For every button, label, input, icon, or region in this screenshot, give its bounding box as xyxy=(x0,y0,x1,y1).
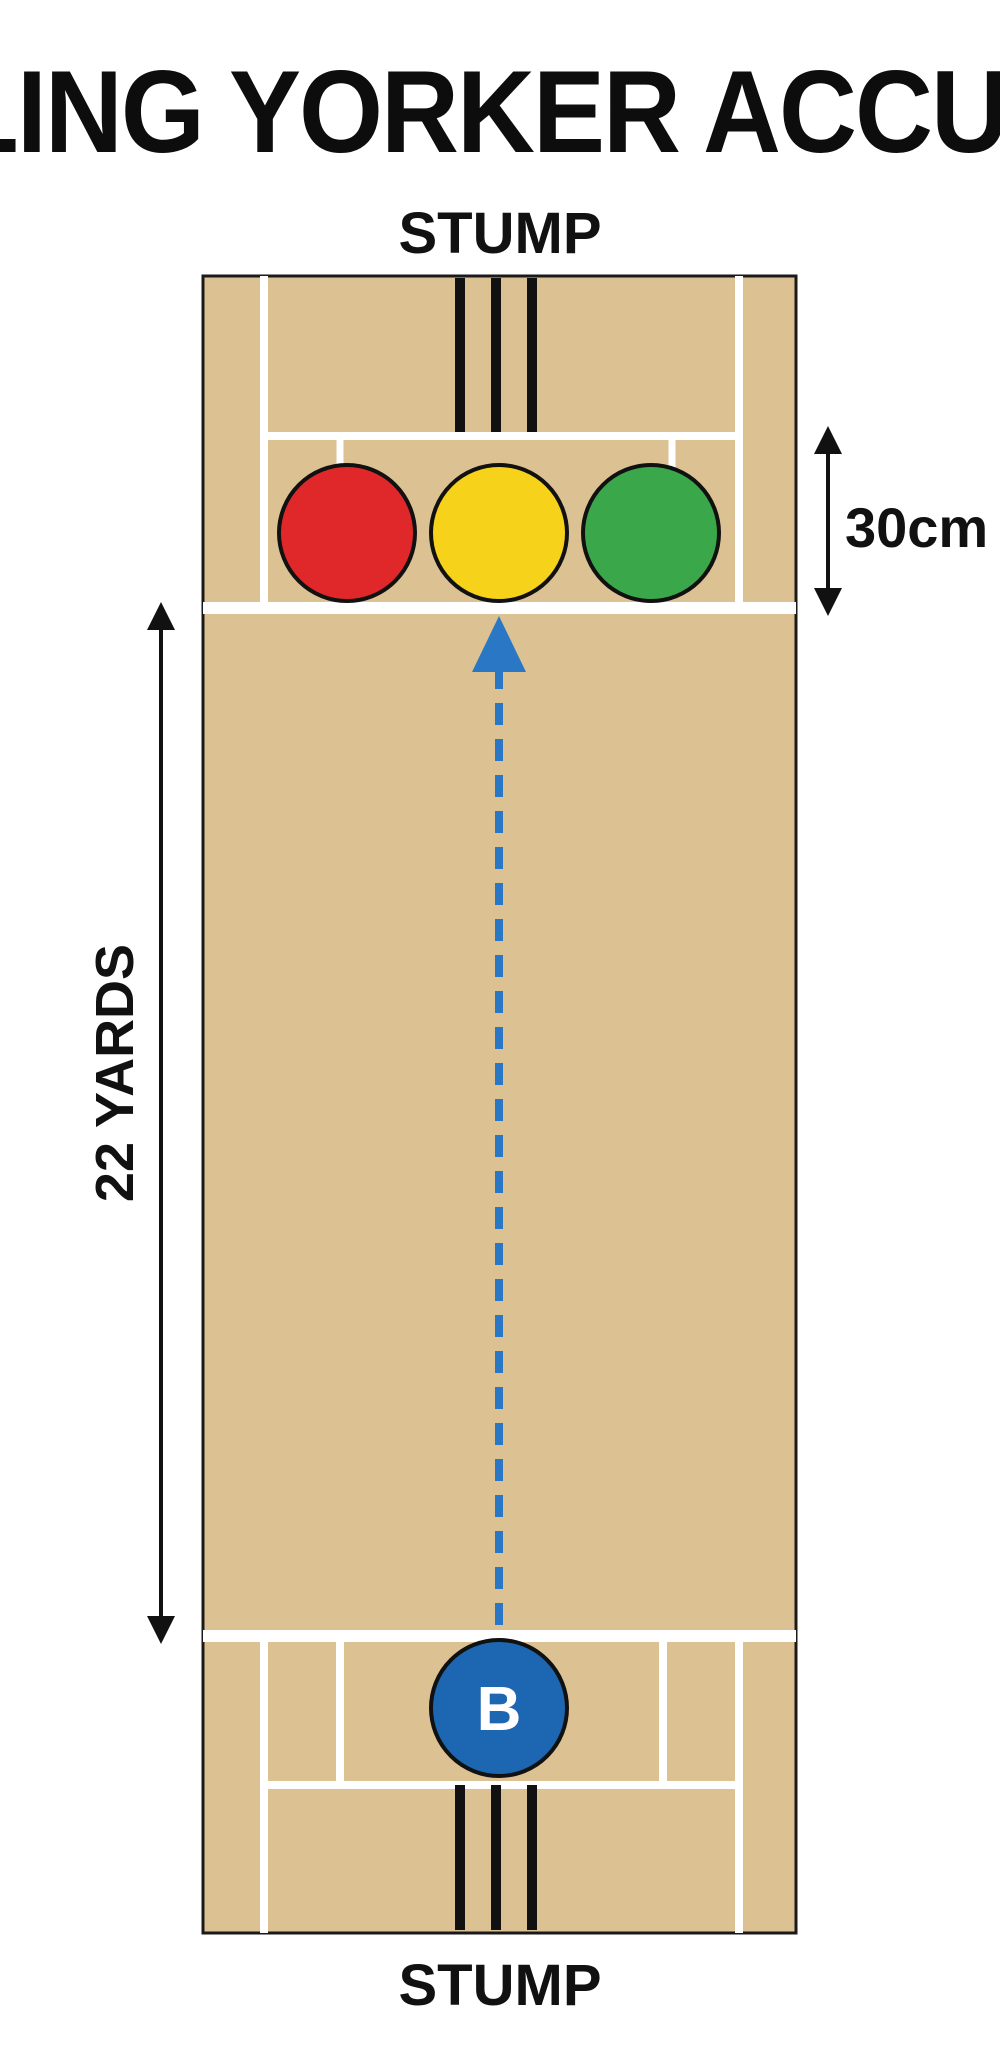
bowler-marker-label: B xyxy=(477,1675,522,1744)
stumps-top xyxy=(455,278,537,432)
top-crease-lines xyxy=(203,276,796,614)
trajectory-arrowhead-icon xyxy=(472,616,526,672)
stumps-bottom xyxy=(455,1785,537,1930)
stump-label-bottom: STUMP xyxy=(398,1953,602,2018)
target-zone-depth-label: 30cm xyxy=(845,496,989,559)
red-target xyxy=(277,463,417,603)
bowler-marker xyxy=(429,1638,569,1778)
yellow-target xyxy=(429,463,569,603)
diagram-title: BOWLING YORKER ACCURACY xyxy=(0,38,1000,198)
title-text: BOWLING YORKER ACCURACY xyxy=(0,46,1000,177)
target-circles xyxy=(277,463,721,603)
green-target xyxy=(581,463,721,603)
bottom-crease-lines xyxy=(203,1630,796,1933)
stump-label-top: STUMP xyxy=(398,201,602,266)
